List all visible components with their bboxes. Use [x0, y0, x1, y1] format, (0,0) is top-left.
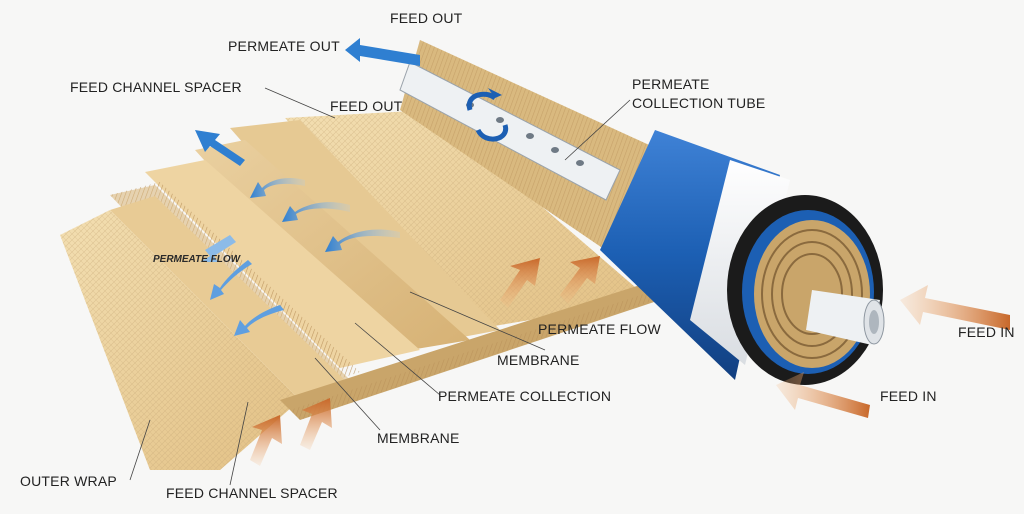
label-permeate-flow-small: PERMEATE FLOW [153, 254, 241, 265]
rolled-element [399, 40, 885, 385]
label-permeate-collection-tube-line1: PERMEATE [632, 76, 710, 92]
label-feed-out-mid: FEED OUT [330, 98, 403, 114]
label-feed-channel-spacer-bottom: FEED CHANNEL SPACER [166, 485, 338, 501]
label-permeate-out: PERMEATE OUT [228, 38, 340, 54]
rotation-arrow-icon [466, 88, 509, 142]
label-feed-out-top: FEED OUT [390, 10, 463, 26]
feed-flow-arrows [250, 256, 1010, 466]
label-feed-in-lower: FEED IN [880, 388, 937, 404]
label-permeate-collection: PERMEATE COLLECTION [438, 388, 612, 404]
label-membrane-upper: MEMBRANE [497, 352, 580, 368]
label-permeate-collection-tube-line2: COLLECTION TUBE [632, 95, 766, 111]
label-permeate-flow: PERMEATE FLOW [538, 321, 661, 337]
callout-lines [129, 87, 631, 486]
label-feed-in-right: FEED IN [958, 324, 1015, 340]
label-membrane-lower: MEMBRANE [377, 430, 460, 446]
label-outer-wrap: OUTER WRAP [20, 473, 117, 489]
permeate-flow-arrows [195, 38, 420, 336]
label-feed-channel-spacer-top: FEED CHANNEL SPACER [70, 79, 242, 95]
